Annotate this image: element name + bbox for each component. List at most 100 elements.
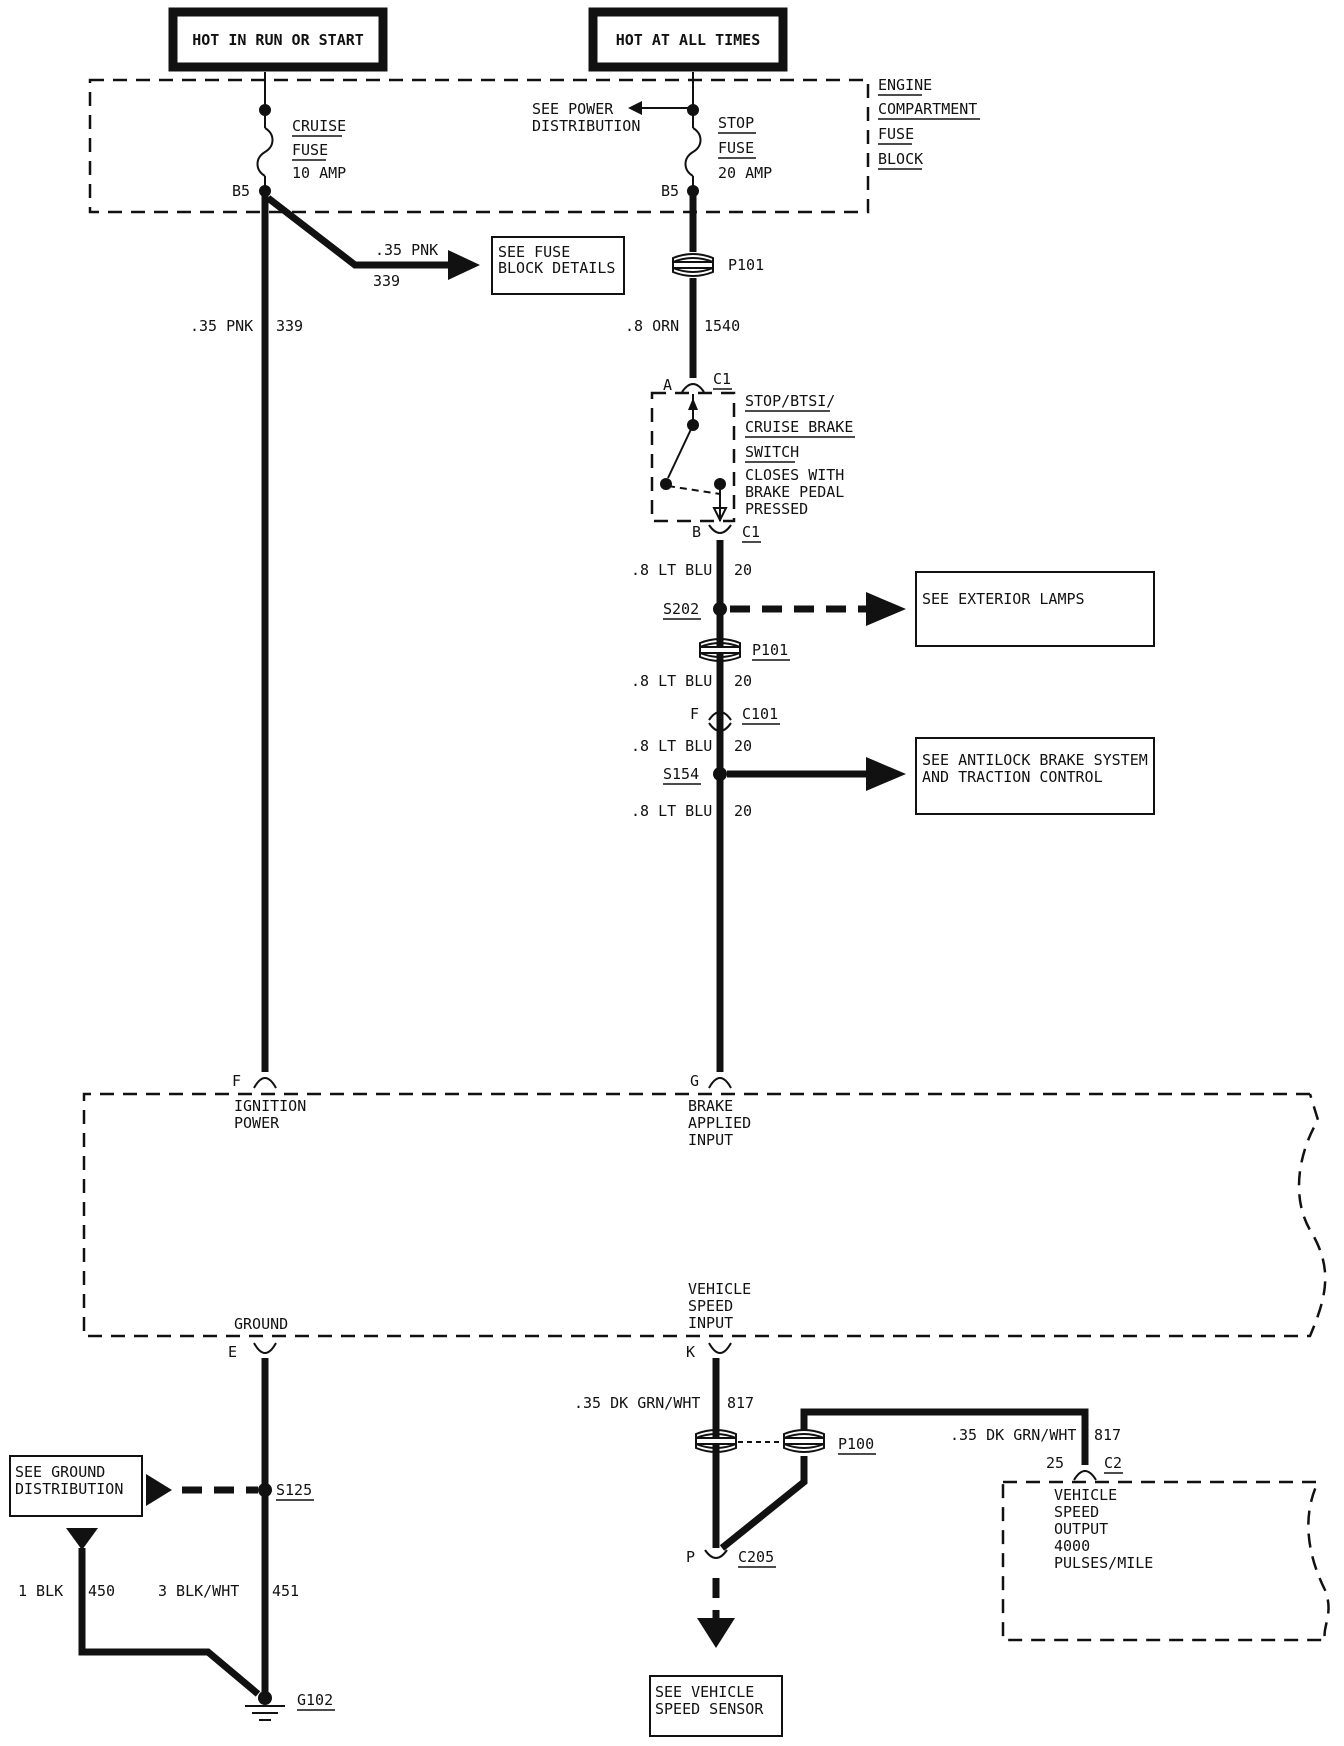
pnk-branch-gauge: .35 PNK bbox=[375, 241, 438, 259]
vss-ref-line-1: SEE VEHICLE bbox=[655, 1683, 754, 1701]
header-hot-run-start: HOT IN RUN OR START bbox=[168, 7, 388, 72]
brake-applied-2: APPLIED bbox=[688, 1114, 751, 1132]
fuse-block-details-line-1: SEE FUSE bbox=[498, 243, 570, 261]
switch-note-2: BRAKE PEDAL bbox=[745, 483, 844, 501]
c101-label: C101 bbox=[742, 705, 778, 723]
ltblu-circuit-1: 20 bbox=[734, 561, 752, 579]
brake-applied-3: INPUT bbox=[688, 1131, 733, 1149]
see-power-line-2: DISTRIBUTION bbox=[532, 117, 640, 135]
c1-pin-b: B bbox=[692, 523, 701, 541]
vss-output-3: OUTPUT bbox=[1054, 1520, 1108, 1538]
header-hot-all-times-label: HOT AT ALL TIMES bbox=[616, 31, 761, 49]
vehicle-speed-output-module: VEHICLE SPEED OUTPUT 4000 PULSES/MILE bbox=[1001, 1480, 1330, 1642]
see-antilock-brake-system: SEE ANTILOCK BRAKE SYSTEM AND TRACTION C… bbox=[915, 737, 1155, 815]
p101-upper-label: P101 bbox=[728, 256, 764, 274]
splice-s125 bbox=[258, 1483, 272, 1497]
exterior-lamps-label: SEE EXTERIOR LAMPS bbox=[922, 590, 1085, 608]
vss-ref-line-2: SPEED SENSOR bbox=[655, 1700, 764, 1718]
module-pin-g: G bbox=[690, 1072, 699, 1090]
dkgrn-circuit-2: 817 bbox=[1094, 1426, 1121, 1444]
see-exterior-lamps: SEE EXTERIOR LAMPS bbox=[915, 571, 1155, 647]
c2-label: C2 bbox=[1104, 1454, 1122, 1472]
brake-applied-1: BRAKE bbox=[688, 1097, 733, 1115]
ltblu-gauge-3: .8 LT BLU bbox=[631, 737, 712, 755]
ltblu-gauge-2: .8 LT BLU bbox=[631, 672, 712, 690]
fuse-block-title-1: ENGINE bbox=[878, 76, 932, 94]
blk-circuit: 450 bbox=[88, 1582, 115, 1600]
vss-output-5: PULSES/MILE bbox=[1054, 1554, 1153, 1572]
c1-top-label: C1 bbox=[713, 370, 731, 388]
c205-label: C205 bbox=[738, 1548, 774, 1566]
see-fuse-block-details: SEE FUSE BLOCK DETAILS bbox=[491, 236, 625, 295]
dkgrn-circuit-1: 817 bbox=[727, 1394, 754, 1412]
see-ground-distribution: SEE GROUND DISTRIBUTION bbox=[9, 1455, 143, 1517]
fuse-block-title-3: FUSE bbox=[878, 125, 914, 143]
connector-p100-left bbox=[695, 1429, 737, 1453]
stop-btsi-cruise-brake-switch: STOP/BTSI/ CRUISE BRAKE SWITCH CLOSES WI… bbox=[650, 391, 855, 523]
cruise-fuse-pin: B5 bbox=[232, 182, 250, 200]
vehicle-speed-input-1: VEHICLE bbox=[688, 1280, 751, 1298]
s202-label: S202 bbox=[663, 600, 699, 618]
connector-p101-upper: P101 bbox=[672, 253, 764, 277]
g102-label: G102 bbox=[297, 1691, 333, 1709]
switch-name-3: SWITCH bbox=[745, 443, 799, 461]
cruise-fuse: CRUISE FUSE 10 AMP B5 bbox=[232, 104, 346, 200]
splice-s202 bbox=[713, 602, 727, 616]
engine-compartment-fuse-block: ENGINE COMPARTMENT FUSE BLOCK bbox=[88, 76, 980, 214]
stop-fuse: STOP FUSE 20 AMP B5 bbox=[661, 104, 772, 200]
connector-p101-lower: P101 bbox=[699, 638, 790, 662]
switch-name-2: CRUISE BRAKE bbox=[745, 418, 853, 436]
ltblu-circuit-4: 20 bbox=[734, 802, 752, 820]
s125-label: S125 bbox=[276, 1481, 312, 1499]
header-hot-all-times: HOT AT ALL TIMES bbox=[588, 7, 788, 72]
module-pin-f: F bbox=[232, 1072, 241, 1090]
ltblu-gauge-4: .8 LT BLU bbox=[631, 802, 712, 820]
switch-note-1: CLOSES WITH bbox=[745, 466, 844, 484]
c1-bottom-label: C1 bbox=[742, 523, 760, 541]
p101-lower-label: P101 bbox=[752, 641, 788, 659]
ground-dist-line-1: SEE GROUND bbox=[15, 1463, 105, 1481]
see-vehicle-speed-sensor: SEE VEHICLE SPEED SENSOR bbox=[649, 1675, 783, 1737]
fuse-block-title-2: COMPARTMENT bbox=[878, 100, 977, 118]
stop-fuse-label-2: FUSE bbox=[718, 139, 754, 157]
module-ground-label: GROUND bbox=[234, 1315, 288, 1333]
c2-pin-25: 25 bbox=[1046, 1454, 1064, 1472]
fuse-block-details-line-2: BLOCK DETAILS bbox=[498, 259, 615, 277]
cruise-fuse-label-2: FUSE bbox=[292, 141, 328, 159]
fuse-block-title-4: BLOCK bbox=[878, 150, 923, 168]
cruise-control-module: F IGNITION POWER G BRAKE APPLIED INPUT G… bbox=[82, 1072, 1327, 1338]
ignition-power-2: POWER bbox=[234, 1114, 280, 1132]
orn-circuit: 1540 bbox=[704, 317, 740, 335]
s154-label: S154 bbox=[663, 765, 699, 783]
module-pin-k: K bbox=[686, 1343, 695, 1361]
wire-pnk-branch bbox=[265, 195, 448, 269]
see-power-distribution: SEE POWER DISTRIBUTION bbox=[532, 100, 693, 135]
pnk-main-circuit: 339 bbox=[276, 317, 303, 335]
ltblu-gauge-1: .8 LT BLU bbox=[631, 561, 712, 579]
wire-dk-grn-wht-diag bbox=[719, 1456, 808, 1551]
wire-dk-grn-wht-817-upper bbox=[800, 1408, 1089, 1465]
vehicle-speed-input-2: SPEED bbox=[688, 1297, 733, 1315]
vss-output-2: SPEED bbox=[1054, 1503, 1099, 1521]
ltblu-circuit-2: 20 bbox=[734, 672, 752, 690]
dkgrn-gauge-1: .35 DK GRN/WHT bbox=[574, 1394, 700, 1412]
c205-pin-p: P bbox=[686, 1548, 695, 1566]
connector-p100-right: P100 bbox=[783, 1429, 876, 1455]
switch-name-1: STOP/BTSI/ bbox=[745, 392, 835, 410]
ground-dist-line-2: DISTRIBUTION bbox=[15, 1480, 123, 1498]
abs-line-1: SEE ANTILOCK BRAKE SYSTEM bbox=[922, 751, 1148, 769]
blkwht-circuit: 451 bbox=[272, 1582, 299, 1600]
stop-fuse-pin: B5 bbox=[661, 182, 679, 200]
stop-fuse-label-1: STOP bbox=[718, 114, 754, 132]
vss-output-4: 4000 bbox=[1054, 1537, 1090, 1555]
pnk-main-gauge: .35 PNK bbox=[190, 317, 253, 335]
abs-line-2: AND TRACTION CONTROL bbox=[922, 768, 1103, 786]
dkgrn-gauge-2: .35 DK GRN/WHT bbox=[950, 1426, 1076, 1444]
pnk-branch-circuit: 339 bbox=[373, 272, 400, 290]
module-pin-e: E bbox=[228, 1343, 237, 1361]
switch-note-3: PRESSED bbox=[745, 500, 808, 518]
cruise-fuse-label-3: 10 AMP bbox=[292, 164, 346, 182]
c101-pin-f: F bbox=[690, 705, 699, 723]
ltblu-circuit-3: 20 bbox=[734, 737, 752, 755]
